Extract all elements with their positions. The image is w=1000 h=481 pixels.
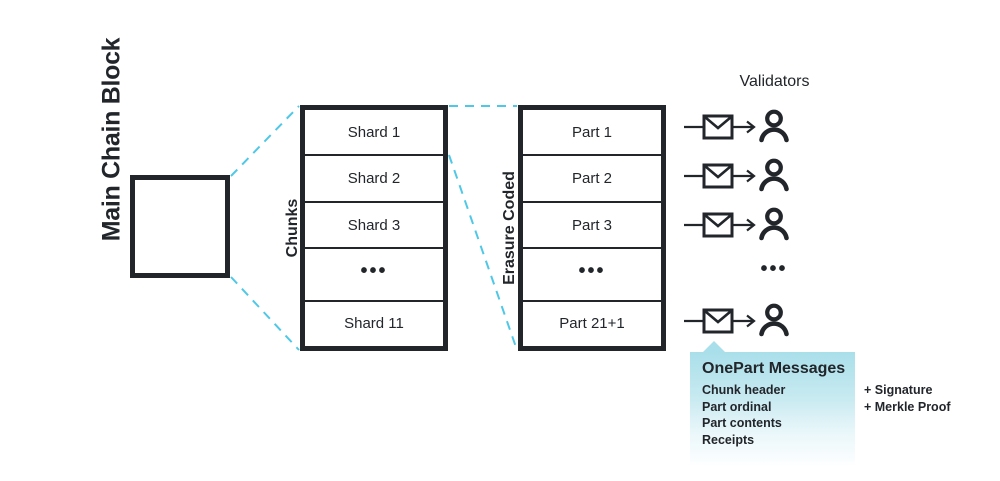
onepart-extra-item: + Merkle Proof	[864, 399, 951, 414]
erasure-coded-axis-label: Erasure Coded	[501, 171, 518, 285]
erasure-row: Part 2	[523, 156, 661, 203]
main-chain-block-label: Main Chain Block	[97, 37, 126, 242]
erasure-row-ellipsis: •••	[523, 249, 661, 302]
onepart-messages-callout	[690, 352, 855, 465]
validator-message-row	[684, 208, 804, 242]
onepart-list-item: Part contents	[702, 416, 782, 430]
validator-message-row	[684, 159, 804, 193]
onepart-list-item: Part ordinal	[702, 399, 772, 414]
envelope-icon	[684, 114, 756, 140]
onepart-list-item: Receipts	[702, 432, 755, 447]
chunks-row: Shard 1	[305, 110, 443, 157]
erasure-row: Part 3	[523, 203, 661, 250]
person-icon	[759, 109, 789, 143]
validator-message-row	[684, 304, 804, 338]
person-icon	[759, 303, 789, 337]
connector-block-to-chunks-bottom	[230, 276, 300, 351]
onepart-list-item: Chunk header	[702, 383, 786, 397]
main-chain-block-square	[130, 175, 230, 278]
chunks-row: Shard 11	[344, 315, 404, 333]
onepart-messages-list: Chunk header Part ordinal Part contents …	[702, 382, 785, 448]
erasure-coded-table: Part 1 Part 2 Part 3 ••• Part 21+1	[518, 105, 666, 351]
validator-message-row	[684, 110, 804, 144]
envelope-icon	[684, 163, 756, 189]
envelope-icon	[684, 308, 756, 334]
connector-block-to-chunks-top	[230, 105, 300, 177]
erasure-row: Part 1	[523, 110, 661, 157]
validators-ellipsis: •••	[760, 258, 788, 280]
chunks-axis-label: Chunks	[284, 198, 301, 258]
person-icon	[759, 158, 789, 192]
chunks-row: Shard 3	[305, 203, 443, 250]
callout-pointer	[703, 341, 725, 352]
envelope-icon	[684, 212, 756, 238]
onepart-extra-item: + Signature	[864, 383, 933, 397]
validators-title: Validators	[739, 73, 810, 90]
onepart-messages-title: OnePart Messages	[702, 360, 846, 377]
erasure-row: Part 21+1	[559, 315, 625, 333]
onepart-extras-list: + Signature + Merkle Proof	[864, 382, 951, 415]
person-icon	[759, 207, 789, 241]
chunks-row: Shard 2	[305, 156, 443, 203]
chunks-table: Shard 1 Shard 2 Shard 3 ••• Shard 11	[300, 105, 448, 351]
chunks-row-ellipsis: •••	[305, 249, 443, 302]
